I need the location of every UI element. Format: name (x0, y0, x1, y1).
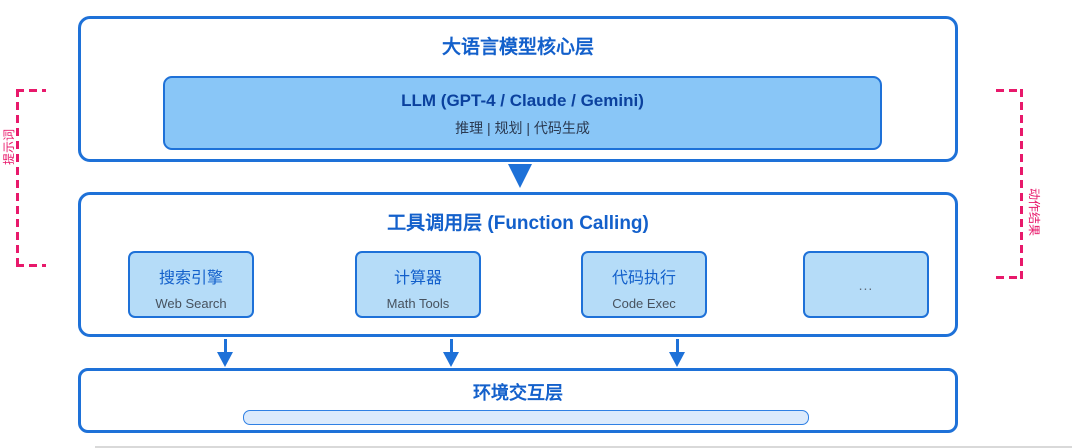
arrow-head (669, 352, 685, 367)
tool-subtitle: Math Tools (386, 296, 450, 311)
tool-box-more: ... (803, 251, 929, 318)
bottom-divider (95, 446, 1072, 448)
tool-box-web-search: 搜索引擎 Web Search (128, 251, 254, 318)
dashed-line (1020, 89, 1023, 279)
prompt-label: 提示词 (2, 129, 16, 166)
environment-layer-box: 环境交互层 (78, 368, 958, 433)
tool-box-math-tools: 计算器 Math Tools (355, 251, 481, 318)
dashed-line (16, 89, 19, 268)
action-result-label: 动作结果 (1027, 187, 1041, 236)
down-arrow-icon (508, 164, 532, 188)
dashed-line (16, 264, 46, 267)
llm-subtitle: 推理 | 规划 | 代码生成 (455, 120, 590, 136)
dashed-line (996, 276, 1023, 279)
dashed-line (16, 89, 46, 92)
tool-box-code-exec: 代码执行 Code Exec (581, 251, 707, 318)
dashed-line (996, 89, 1023, 92)
arrow-stem (675, 339, 679, 353)
down-arrow-icon (669, 339, 685, 367)
ellipsis-label: ... (858, 276, 874, 293)
down-arrow-icon (217, 339, 233, 367)
environment-layer-title: 环境交互层 (473, 383, 563, 403)
arrow-head (443, 352, 459, 367)
tool-title: 搜索引擎 (158, 270, 223, 287)
arrow-stem (223, 339, 227, 353)
llm-title: LLM (GPT-4 / Claude / Gemini) (401, 91, 644, 110)
llm-box: LLM (GPT-4 / Claude / Gemini) 推理 | 规划 | … (163, 76, 882, 150)
core-layer-box: 大语言模型核心层 LLM (GPT-4 / Claude / Gemini) 推… (78, 16, 958, 162)
core-layer-title: 大语言模型核心层 (441, 37, 594, 58)
tool-subtitle: Web Search (155, 296, 227, 311)
down-arrow-icon (443, 339, 459, 367)
tools-layer-box: 工具调用层 (Function Calling) 搜索引擎 Web Search… (78, 192, 958, 337)
tool-subtitle: Code Exec (612, 296, 676, 311)
tools-layer-title: 工具调用层 (Function Calling) (387, 213, 649, 234)
environment-bar (243, 410, 809, 425)
arrow-stem (449, 339, 453, 353)
tool-title: 计算器 (393, 270, 442, 287)
arrow-head (217, 352, 233, 367)
tool-title: 代码执行 (611, 270, 676, 287)
